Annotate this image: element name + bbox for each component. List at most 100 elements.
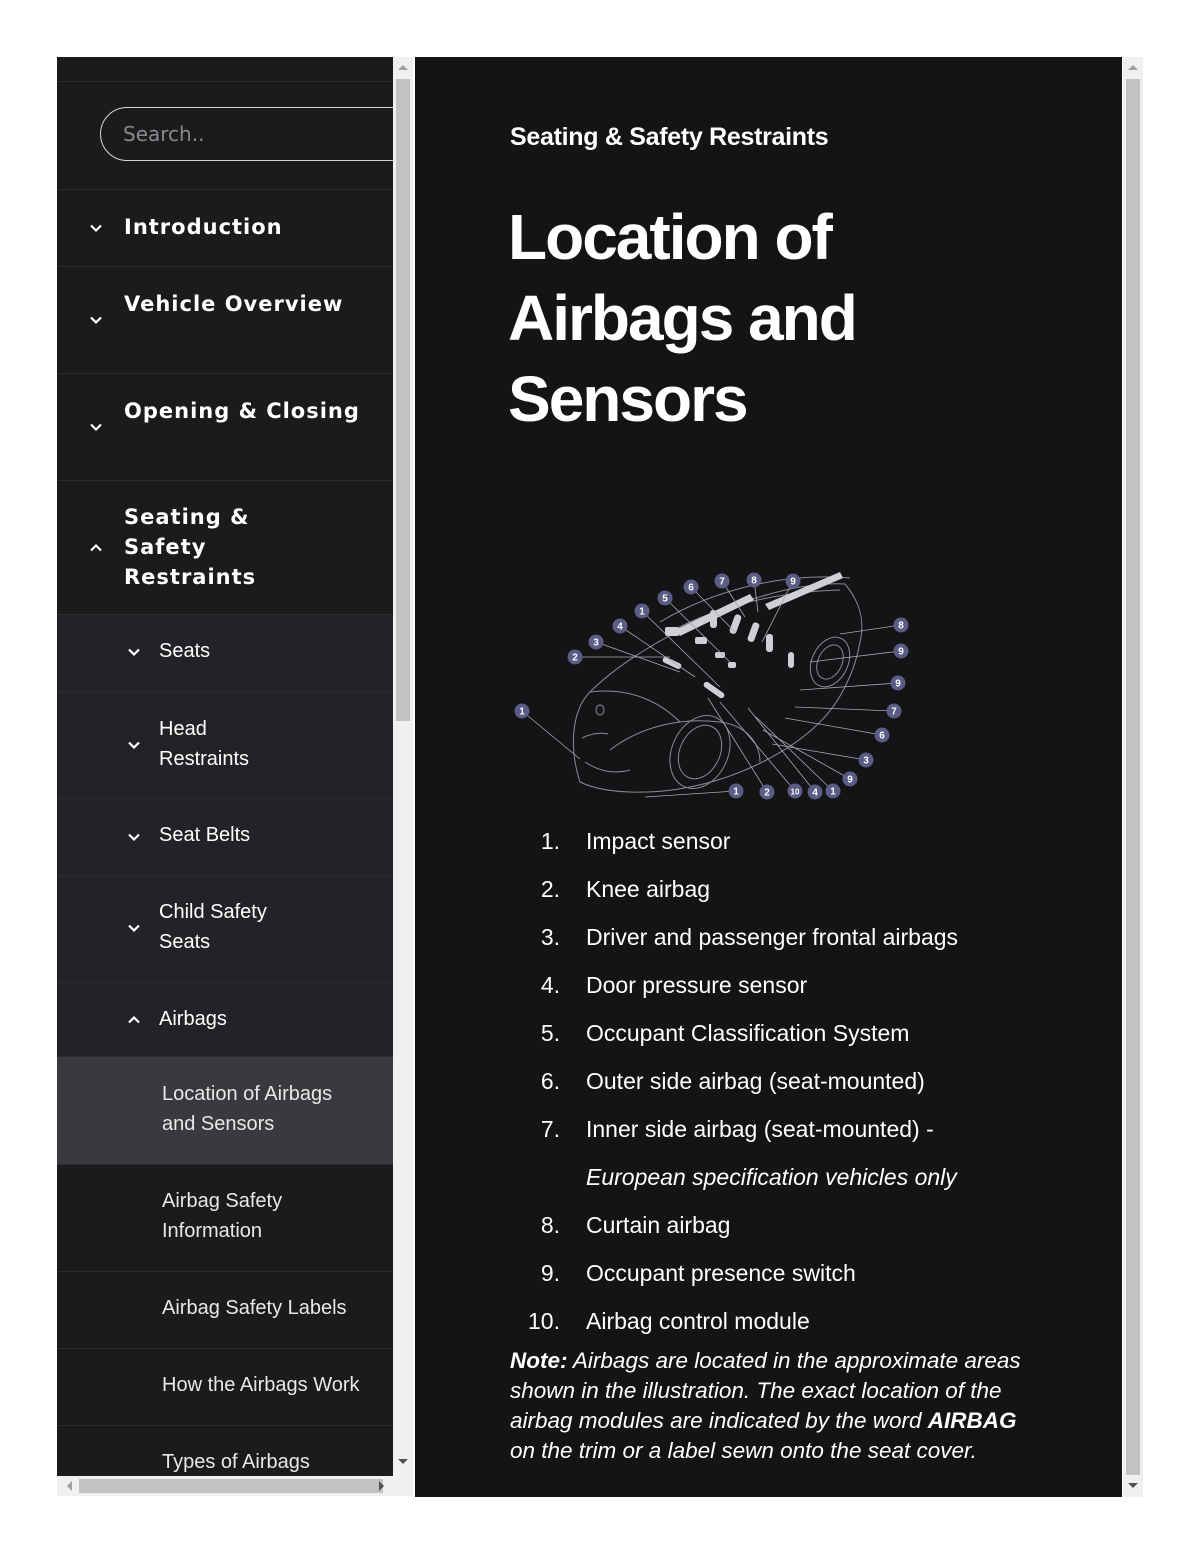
chevron-up-icon: [87, 539, 105, 557]
sidebar-item-label: Seat Belts: [159, 824, 251, 846]
note-label: Note:: [510, 1348, 568, 1373]
callout-marker: [567, 649, 583, 665]
sidebar-item-label: Types of Airbags: [162, 1451, 310, 1473]
sidebar-item-airbag-safety-info[interactable]: Airbag Safety Information: [57, 1165, 393, 1272]
note-text-2: on the trim or a label sewn onto the sea…: [510, 1438, 977, 1463]
sidebar-item-label: Head Restraints: [159, 718, 250, 770]
callout-number: 6: [688, 583, 694, 594]
sidebar-item-airbag-safety-labels[interactable]: Airbag Safety Labels: [57, 1272, 393, 1349]
callout-leader-line: [747, 707, 816, 793]
chevron-up-icon: [125, 1011, 143, 1029]
legend-number: 5.: [540, 1020, 560, 1046]
legend-text: Inner side airbag (seat-mounted) -: [586, 1116, 934, 1142]
callout-leader-line: [707, 697, 768, 793]
callout-leader-line: [664, 597, 731, 663]
page-title: Location of Airbags and Sensors: [508, 201, 858, 435]
airbag-shapes: [662, 572, 843, 699]
sidebar-item-seat-belts[interactable]: Seat Belts: [57, 799, 393, 876]
callout-number: 1: [830, 787, 836, 798]
callout-number: 3: [593, 638, 599, 649]
callout-leader-line: [619, 625, 696, 678]
scroll-down-arrow-icon[interactable]: [1123, 1477, 1143, 1493]
sidebar-item-label: Vehicle Overview: [124, 292, 344, 316]
legend-text: Door pressure sensor: [586, 972, 808, 998]
main-scroll-thumb[interactable]: [1126, 79, 1140, 1475]
scroll-up-arrow-icon[interactable]: [393, 59, 413, 75]
callout-number: 9: [898, 647, 904, 658]
legend-number: 1.: [540, 828, 560, 854]
legend-number: 8.: [540, 1212, 560, 1238]
sidebar-horizontal-scrollbar[interactable]: [57, 1476, 393, 1496]
callout-marker: [759, 784, 775, 800]
legend-item: 9.Occupant presence switch: [510, 1249, 1070, 1297]
sidebar-item-child-safety-seats[interactable]: Child Safety Seats: [57, 876, 393, 983]
sidebar-item-opening-closing[interactable]: Opening & Closing: [57, 374, 393, 481]
section-title: Seating & Safety Restraints: [510, 123, 829, 151]
callout-leader-line: [755, 716, 834, 792]
legend-number: 10.: [528, 1308, 560, 1334]
legend-text: Curtain airbag: [586, 1212, 731, 1238]
chevron-down-icon: [125, 736, 143, 754]
callout-marker: [728, 783, 744, 799]
search-input[interactable]: [100, 107, 393, 161]
sidebar-item-vehicle-overview[interactable]: Vehicle Overview: [57, 267, 393, 374]
scroll-down-arrow-icon[interactable]: [393, 1453, 413, 1469]
sidebar-scroll-thumb[interactable]: [396, 79, 410, 721]
callout-number: 10: [791, 788, 800, 797]
sidebar-item-seating-safety[interactable]: Seating & Safety Restraints: [57, 481, 393, 615]
legend-number: 6.: [540, 1068, 560, 1094]
legend-text: Driver and passenger frontal airbags: [586, 924, 959, 950]
sidebar-top-strip: [57, 57, 393, 82]
legend-text: Knee airbag: [586, 876, 711, 902]
callout-marker: [634, 603, 650, 619]
legend-number: 4.: [540, 972, 560, 998]
sidebar-item-types-of-airbags[interactable]: Types of Airbags: [57, 1426, 393, 1476]
note-emphasis: AIRBAG: [927, 1408, 1017, 1433]
sidebar-item-label: Airbag Safety Information: [162, 1190, 283, 1242]
legend-item: 5.Occupant Classification System: [510, 1009, 1070, 1057]
legend-text: Impact sensor: [586, 828, 731, 854]
callout-marker: [858, 752, 874, 768]
scroll-right-arrow-icon[interactable]: [371, 1478, 391, 1494]
callout-number: 1: [733, 787, 739, 798]
callout-number: 7: [891, 707, 897, 718]
scroll-up-arrow-icon[interactable]: [1123, 59, 1143, 75]
sidebar-hscroll-thumb[interactable]: [79, 1479, 383, 1493]
callout-leader-line: [809, 650, 902, 663]
callout-leader-line: [521, 710, 581, 760]
sidebar-item-how-airbags-work[interactable]: How the Airbags Work: [57, 1349, 393, 1426]
callout-number: 9: [895, 679, 901, 690]
callout-marker: [886, 703, 902, 719]
callout-number: 2: [572, 653, 578, 664]
sidebar-item-head-restraints[interactable]: Head Restraints: [57, 692, 393, 799]
main-vertical-scrollbar[interactable]: [1123, 57, 1143, 1497]
callout-number: 1: [639, 607, 645, 618]
callout-leader-line: [690, 586, 736, 633]
chevron-down-icon: [125, 828, 143, 846]
sidebar-item-seats[interactable]: Seats: [57, 615, 393, 692]
callout-number: 4: [812, 788, 818, 799]
callout-marker: [714, 573, 730, 589]
callout-number: 9: [847, 775, 853, 786]
legend-text: Outer side airbag (seat-mounted): [586, 1068, 925, 1094]
callout-marker: [890, 675, 906, 691]
callout-leader-lines: [521, 579, 902, 798]
callout-number: 6: [879, 731, 885, 742]
callout-marker: [657, 590, 673, 606]
legend-item: 2.Knee airbag: [510, 865, 1070, 913]
sidebar-item-label: Airbag Safety Labels: [162, 1297, 347, 1319]
chevron-down-icon: [87, 418, 105, 436]
sidebar-vertical-scrollbar[interactable]: [393, 57, 413, 1476]
sidebar-item-label: Seating & Safety Restraints: [124, 505, 257, 589]
sidebar-item-location-of-airbags[interactable]: Location of Airbags and Sensors: [57, 1057, 393, 1165]
callout-leader-line: [784, 717, 883, 736]
callout-leader-line: [641, 610, 721, 688]
sidebar-item-introduction[interactable]: Introduction: [57, 190, 393, 267]
callout-number: 5: [662, 594, 668, 605]
sidebar-item-airbags[interactable]: Airbags: [57, 983, 393, 1057]
note-paragraph: Note: Airbags are located in the approxi…: [510, 1346, 1045, 1466]
chevron-down-icon: [87, 219, 105, 237]
scroll-left-arrow-icon[interactable]: [59, 1478, 79, 1494]
